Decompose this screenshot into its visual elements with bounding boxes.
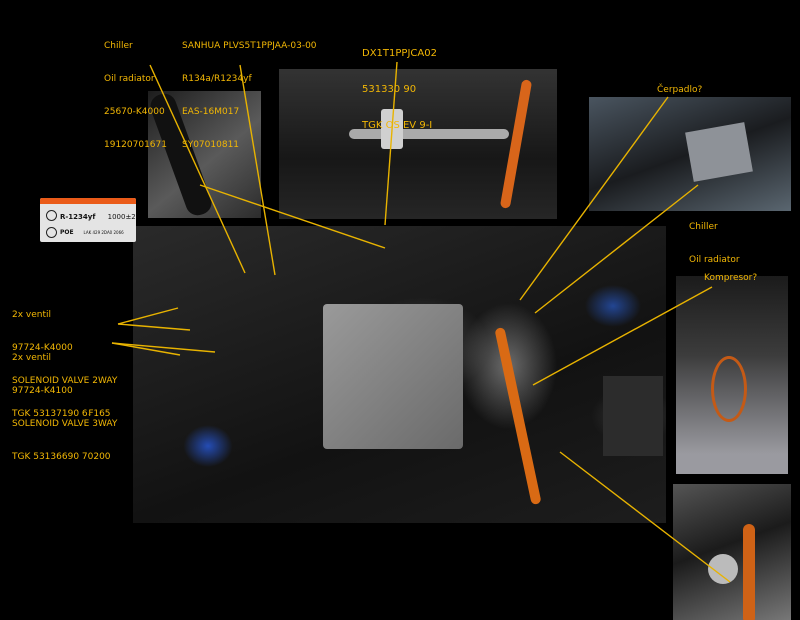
label-line: R134a/R1234yf: [182, 74, 252, 84]
label-line: SANHUA PLVS5T1PPJAA-03-00: [182, 41, 317, 51]
label-line: 2x ventil: [12, 310, 52, 320]
label-chiller-oil-radiator-top: Chiller Oil radiator 25670-K4000 1912070…: [104, 19, 167, 162]
sticker-amount: 1000±25g: [107, 213, 136, 221]
orange-cable: [499, 79, 533, 209]
label-line: 19120701671: [104, 140, 167, 150]
label-dx-valve: DX1T1PPJCA02 531330 90 TGK OS EV 9-I: [362, 24, 437, 144]
sticker-header-bar: [40, 198, 136, 204]
label-line: Chiller: [689, 222, 718, 232]
fitting-orange-cable: [743, 524, 755, 620]
sticker-refrigerant: R-1234yf: [60, 213, 96, 221]
sticker-part-no: LAK 429 2DA0 2066: [83, 230, 124, 235]
battery: [603, 376, 663, 456]
label-line: TGK 53137190 6₣165: [12, 409, 111, 419]
label-line: TGK 53136690 70200: [12, 452, 111, 462]
fitting-cap: [708, 554, 738, 584]
label-line: SY07010811: [182, 140, 240, 150]
label-line: Oil radiator: [689, 255, 740, 265]
inverter-unit: [323, 304, 463, 449]
oil-icon: [46, 227, 57, 238]
label-line: 97724-K4100: [12, 386, 73, 396]
label-line: 531330 90: [362, 84, 417, 95]
compressor-detail-photo: [676, 276, 788, 474]
label-ventil-2way: 2x ventil 97724-K4000 SOLENOID VALVE 2WA…: [12, 288, 117, 431]
label-chiller-oil-radiator-right: Chiller Oil radiator: [689, 200, 740, 277]
orange-hv-cable: [494, 326, 542, 506]
compressor-orange-wire: [711, 356, 747, 422]
label-line: SOLENOID VALVE 3WAY: [12, 419, 118, 429]
label-cerpadlo: Čerpadlo?: [657, 85, 703, 95]
sticker-oil: POE: [60, 229, 74, 236]
refrigerant-sticker: R-1234yf 1000±25g POE LAK 429 2DA0 2066: [40, 198, 136, 242]
label-line: DX1T1PPJCA02: [362, 48, 437, 59]
warning-icon: [46, 210, 57, 221]
label-line: TGK OS EV 9-I: [362, 120, 433, 131]
label-line: Oil radiator: [104, 74, 155, 84]
label-line: Chiller: [104, 41, 133, 51]
metal-bracket: [685, 122, 753, 182]
label-line: 2x ventil: [12, 353, 52, 363]
pump-detail-photo: [589, 97, 791, 211]
label-sanhua: SANHUA PLVS5T1PPJAA-03-00 R134a/R1234yf …: [182, 19, 317, 162]
label-line: SOLENOID VALVE 2WAY: [12, 376, 118, 386]
label-line: EAS-16M017: [182, 107, 240, 117]
label-ventil-3way: 2x ventil 97724-K4100 SOLENOID VALVE 3WA…: [12, 331, 117, 474]
silver-pipe: [349, 129, 509, 139]
fitting-detail-photo: [673, 484, 791, 620]
label-line: 25670-K4000: [104, 107, 165, 117]
label-kompresor: Kompresor?: [704, 273, 758, 283]
label-line: 97724-K4000: [12, 343, 73, 353]
engine-bay-photo: [133, 226, 666, 523]
